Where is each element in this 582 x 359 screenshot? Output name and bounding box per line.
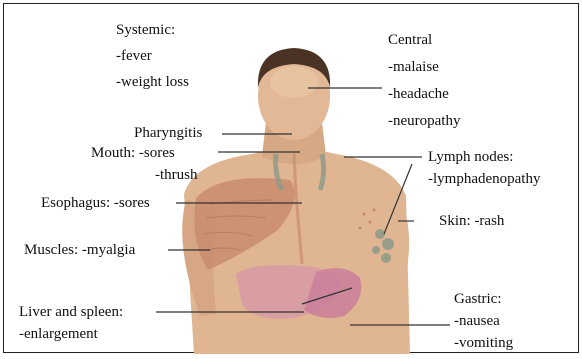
central-item: -headache [388,83,460,105]
label-pharyngitis: Pharyngitis [134,122,202,144]
label-skin: Skin: -rash [439,210,504,232]
label-liver-spleen: Liver and spleen: -enlargement [19,301,123,345]
label-gastric: Gastric: -nausea -vomiting [454,288,513,354]
label-systemic: Systemic: -fever -weight loss [116,19,189,93]
muscles-text: Muscles: -myalgia [24,239,135,261]
gastric-title: Gastric: [454,288,513,310]
label-muscles: Muscles: -myalgia [24,239,135,261]
brain [270,66,318,98]
mouth-title: Mouth: -sores [91,142,198,164]
gastric-item: -vomiting [454,332,513,354]
central-title: Central [388,29,460,51]
central-item: -malaise [388,56,460,78]
mouth-item: -thrush [91,164,198,186]
esophagus-text: Esophagus: -sores [41,192,150,214]
systemic-item: -fever [116,45,189,67]
diagram-frame: Systemic: -fever -weight loss Central -m… [3,3,579,353]
lymph-title: Lymph nodes: [428,146,540,168]
systemic-title: Systemic: [116,19,189,41]
liver-item: -enlargement [19,323,123,345]
label-mouth: Mouth: -sores -thrush [91,142,198,186]
skin-text: Skin: -rash [439,210,504,232]
central-item: -neuropathy [388,110,460,132]
pharyngitis-text: Pharyngitis [134,122,202,144]
label-central: Central -malaise -headache -neuropathy [388,29,460,132]
gastric-item: -nausea [454,310,513,332]
liver-title: Liver and spleen: [19,301,123,323]
label-esophagus: Esophagus: -sores [41,192,150,214]
lymph-item: -lymphadenopathy [428,168,540,190]
systemic-item: -weight loss [116,71,189,93]
label-lymph-nodes: Lymph nodes: -lymphadenopathy [428,146,540,190]
